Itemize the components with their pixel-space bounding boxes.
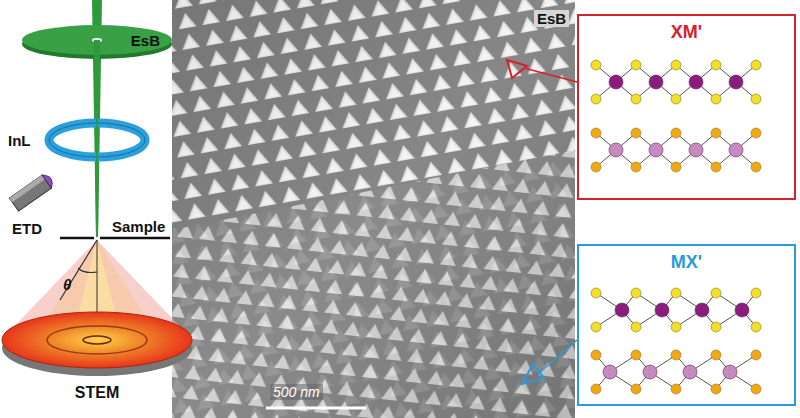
structure-panel: MX' [577,244,796,406]
part-label: Sample [112,218,165,235]
structure-panel: XM' [577,14,796,200]
marker [507,60,527,78]
leader-line [538,340,577,374]
scale-bar [266,407,366,410]
etd-detector [9,172,55,211]
scale-label: 500 nm [270,384,323,400]
atomic-structure [591,60,761,394]
stem-detector [2,312,192,368]
node-text: InL [8,132,31,149]
detector-label: EsB [24,26,170,54]
node-text: EsB [131,32,160,49]
node-text: XM' [671,22,702,43]
leader-line [524,68,577,82]
node-text: MX' [671,252,702,273]
marker [522,364,544,384]
micrograph [172,0,575,418]
image-label: EsB [534,10,569,27]
detector-label: InL [6,122,146,158]
detector-label: ETD [12,220,42,237]
sample [60,237,94,240]
angle-label: θ [63,276,71,293]
detector-label: STEM [75,384,119,402]
